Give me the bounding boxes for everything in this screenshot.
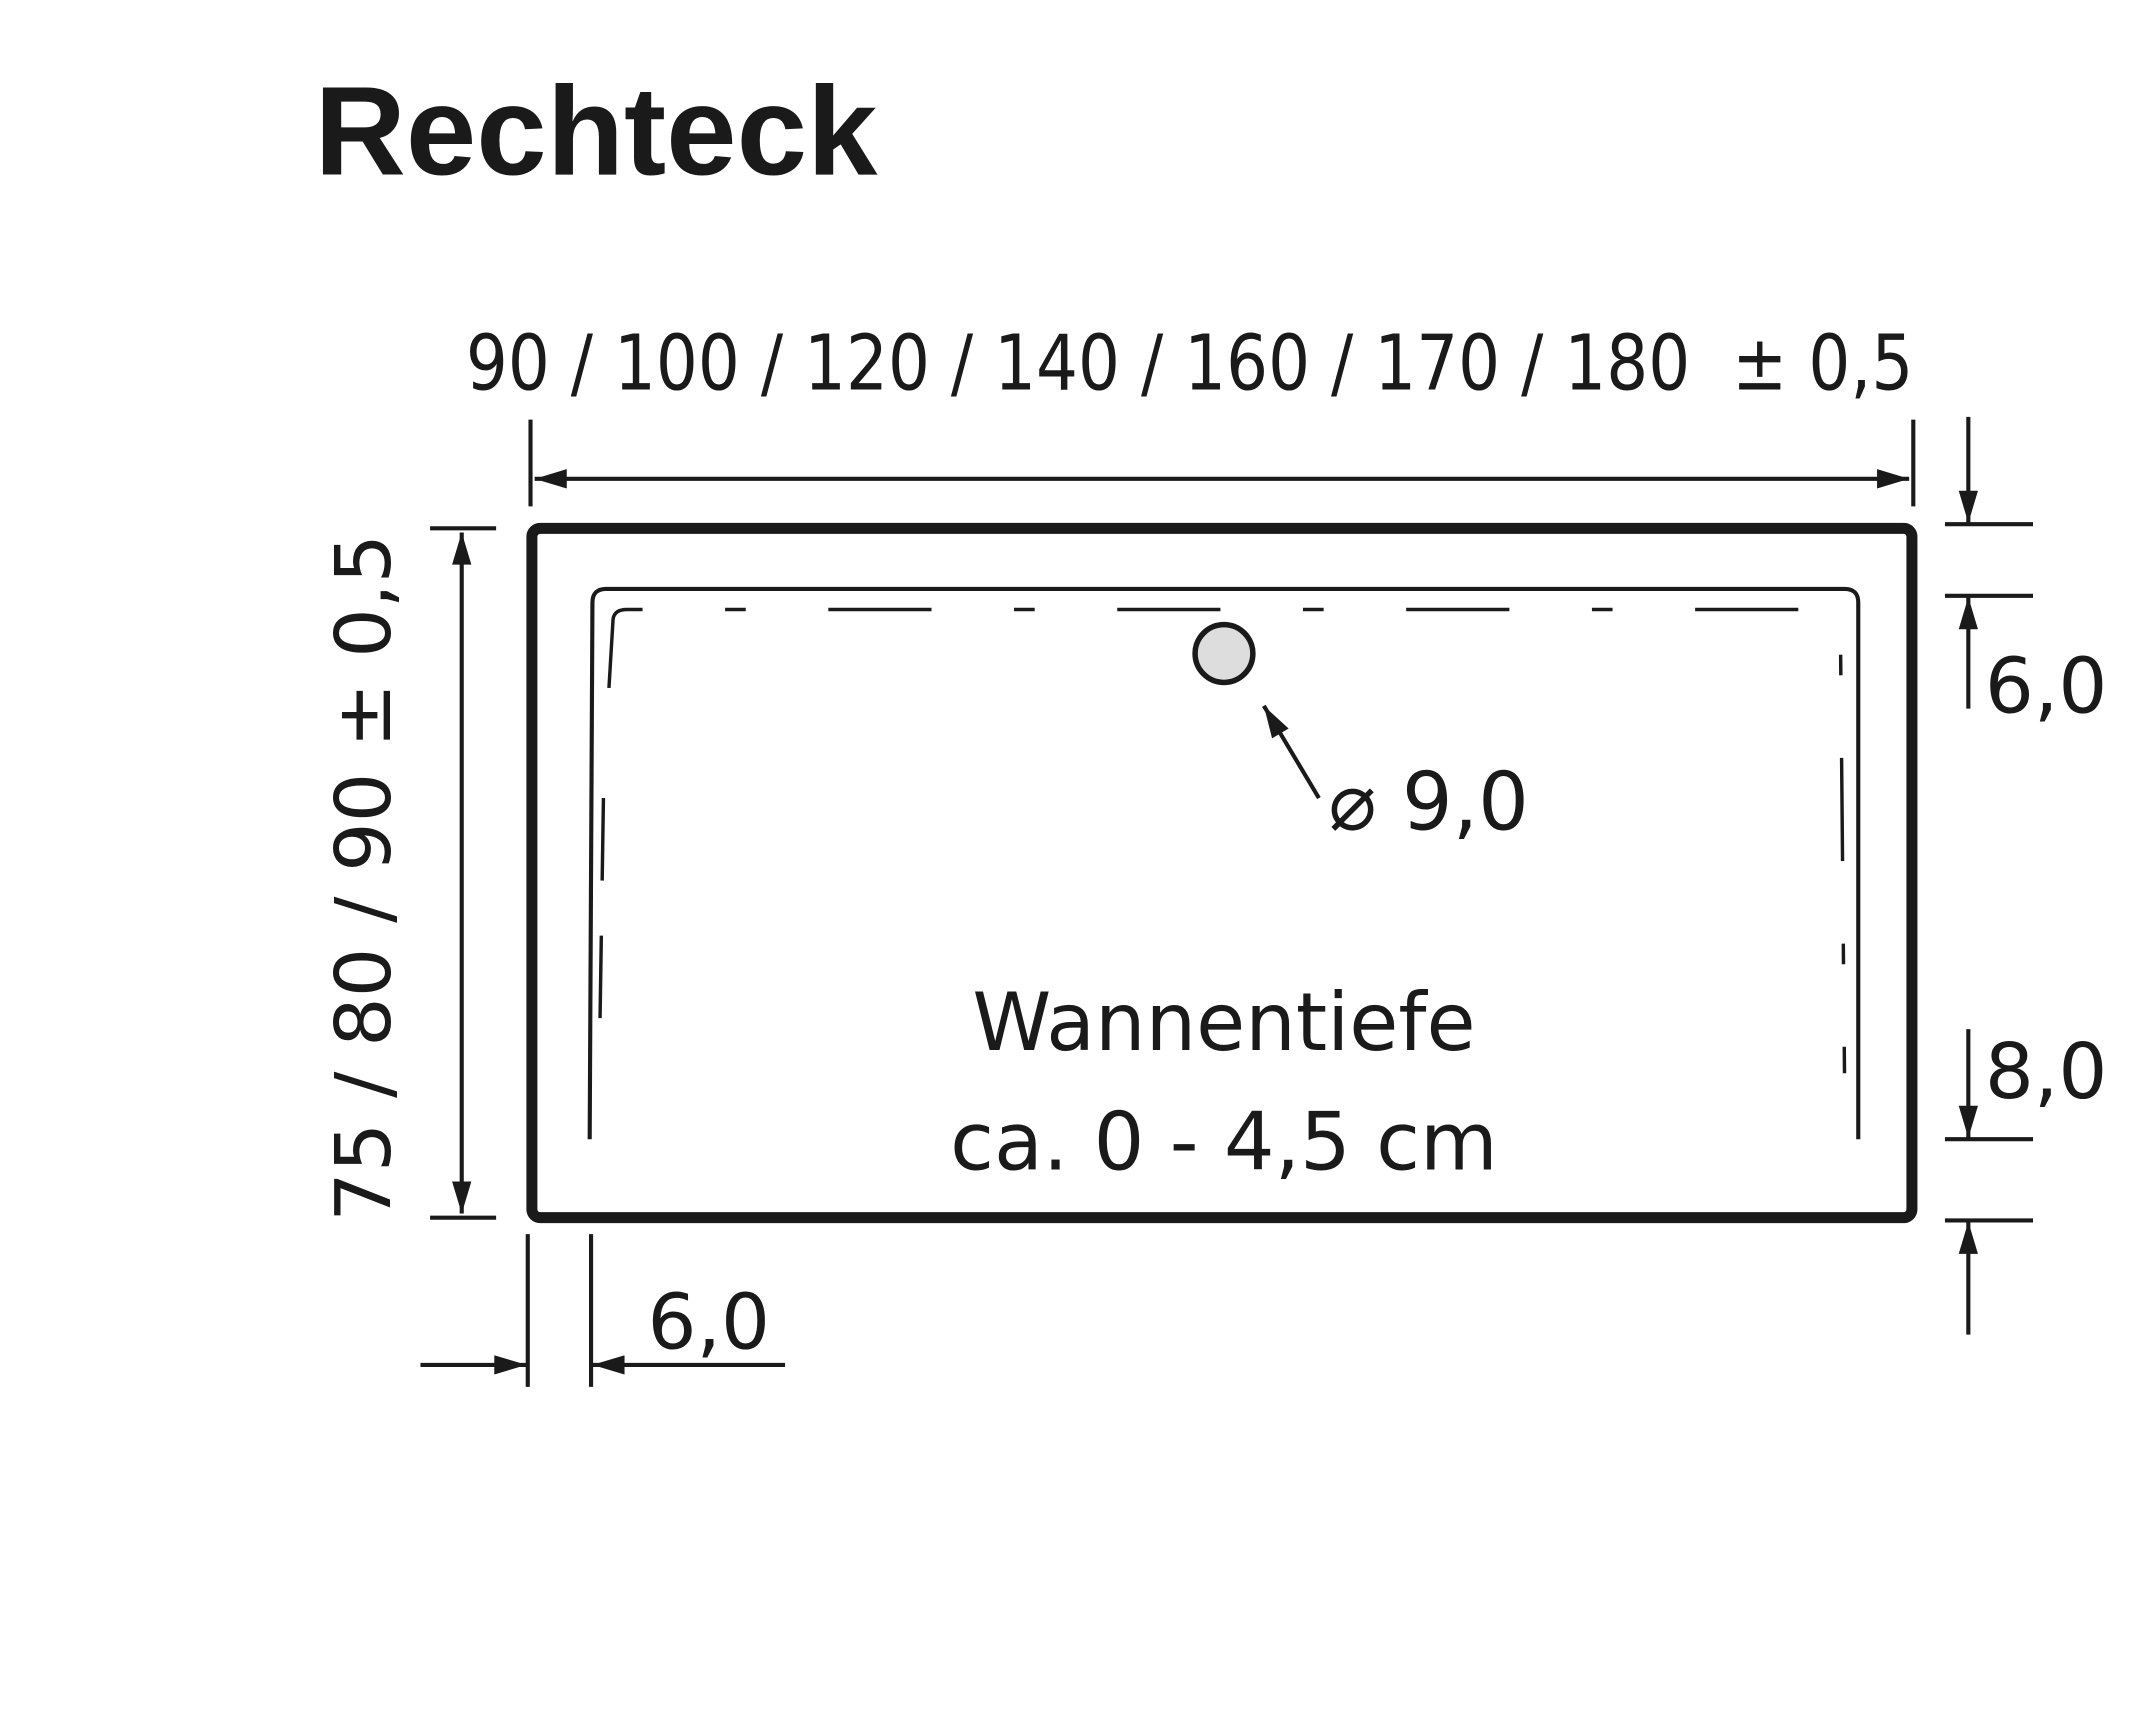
basin-slope-dashed-left (597, 797, 606, 1067)
diagram-title: Rechteck (315, 60, 878, 202)
rim-bottom-label: 8,0 (1985, 1027, 2108, 1117)
tray-outline (526, 522, 1918, 1224)
basin-outline (587, 586, 1861, 1140)
tray-depth-label: Wannentiefe (972, 976, 1475, 1069)
rim-left-label: 6,0 (647, 1277, 770, 1367)
basin-slope-dashed (607, 607, 1847, 1074)
depth-dimension-label: 75 / 80 / 90 ± 0,5 (319, 534, 409, 1222)
drain-pointer-arrow (1262, 704, 1321, 800)
width-dimension-label: 90 / 100 / 120 / 140 / 160 / 170 / 180 ±… (466, 318, 1913, 408)
drain-diameter-label: ⌀ 9,0 (1329, 756, 1529, 849)
drain-icon (1192, 621, 1256, 686)
tray-depth-value: ca. 0 - 4,5 cm (950, 1096, 1498, 1189)
rim-top-label: 6,0 (1985, 642, 2108, 732)
